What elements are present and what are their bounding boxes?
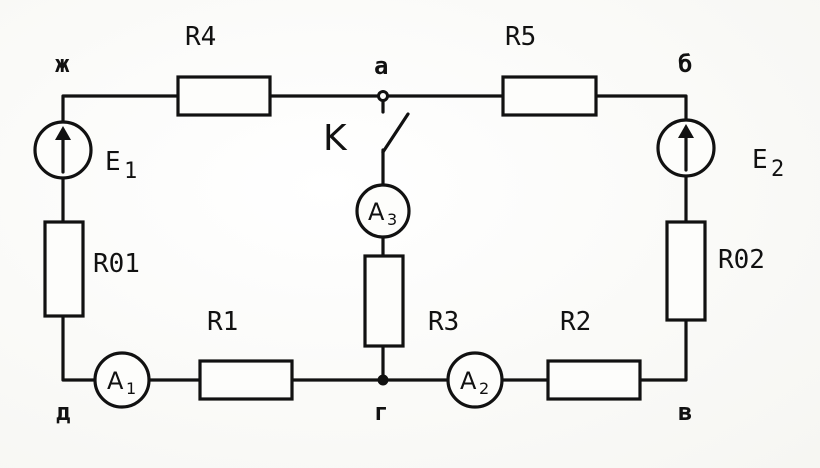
- node-g-dot: [377, 374, 389, 386]
- resistor-r4: [176, 75, 272, 117]
- ammeter-a1-circle: [93, 351, 151, 409]
- ammeter-a3-circle: [355, 183, 411, 239]
- node-label-a: а: [374, 52, 388, 80]
- ammeter-a3: A 3: [355, 183, 411, 239]
- ammeter-a1-index: 1: [126, 379, 136, 398]
- resistor-r5: [501, 75, 598, 117]
- ammeter-a3-label: A: [368, 198, 385, 226]
- node-label-g: г: [374, 398, 388, 426]
- arrowhead-up-icon: [678, 124, 694, 138]
- ammeter-a1-label: A: [107, 367, 124, 395]
- resistor-r2-label: R2: [560, 307, 591, 337]
- resistor-r2: [546, 359, 642, 401]
- resistor-r02-label: R02: [718, 245, 765, 275]
- ammeter-a2: A 2: [446, 351, 504, 409]
- wires: [61, 94, 688, 382]
- arrowhead-up-icon: [55, 126, 71, 140]
- node-label-zh: ж: [55, 50, 70, 78]
- resistor-r1: [198, 359, 294, 401]
- switch-blade: [381, 112, 410, 154]
- resistor-r02: [665, 220, 707, 322]
- resistor-r5-label: R5: [505, 22, 536, 52]
- resistor-r4-label: R4: [185, 22, 216, 52]
- ammeter-a3-index: 3: [387, 210, 397, 229]
- resistor-r01-label: R01: [93, 249, 140, 279]
- wire-r01-to-a1: [61, 314, 97, 382]
- node-label-b: б: [678, 50, 692, 78]
- resistor-r3: [363, 254, 405, 348]
- resistor-r3-label: R3: [428, 307, 459, 337]
- node-label-d: д: [56, 398, 70, 426]
- wire-r2-to-r02: [638, 318, 688, 382]
- switch-k-label: K: [323, 118, 348, 159]
- source-e2: [656, 118, 716, 178]
- source-e1: [33, 120, 93, 180]
- resistor-r01: [43, 220, 85, 318]
- source-e1-index: 1: [124, 159, 137, 184]
- ammeter-a2-circle: [446, 351, 504, 409]
- ammeter-a2-index: 2: [479, 379, 489, 398]
- source-e2-index: 2: [771, 157, 784, 182]
- resistor-r1-label: R1: [207, 307, 238, 337]
- source-e2-label: E: [752, 145, 768, 175]
- node-label-v: в: [678, 398, 692, 426]
- ammeter-a1: A 1: [93, 351, 151, 409]
- wire-r5-to-e2: [594, 94, 688, 122]
- node-a-dot: [377, 90, 389, 102]
- ammeter-a2-label: A: [460, 367, 477, 395]
- wire-top-left: [61, 94, 180, 124]
- source-e1-label: E: [105, 147, 121, 177]
- switch-k: [381, 94, 410, 154]
